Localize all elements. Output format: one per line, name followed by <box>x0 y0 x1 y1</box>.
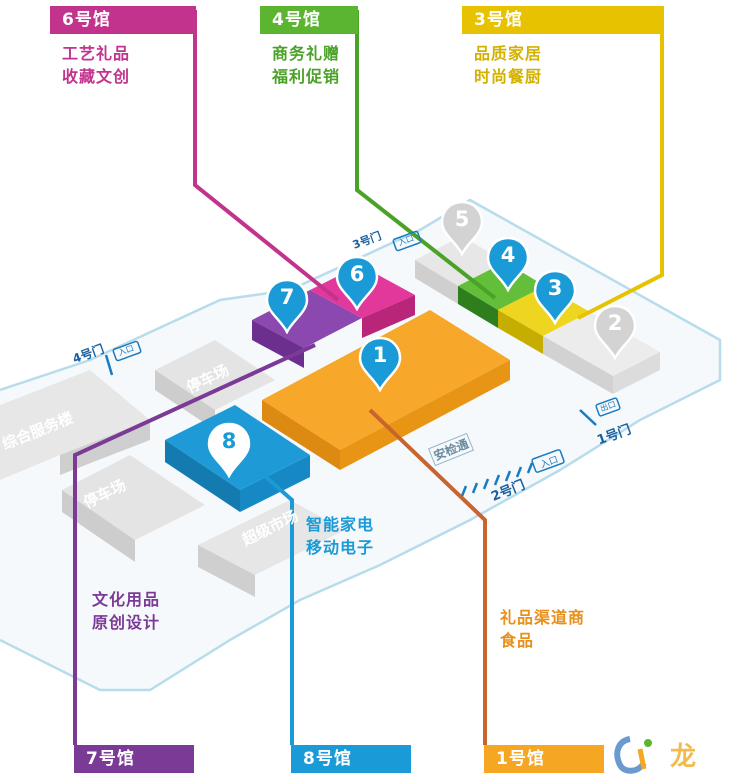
pin-hall-5-number: 5 <box>454 207 470 231</box>
tag-hall-1-text: 1号馆 <box>496 749 545 769</box>
gate1-arrow <box>579 409 597 426</box>
desc-hall-3-line: 品质家居 <box>474 44 543 63</box>
desc-hall-8-line: 移动电子 <box>306 538 375 557</box>
parking-lot-b <box>62 455 205 562</box>
leader-hall-7 <box>73 343 316 745</box>
gate2-sign-box <box>531 449 565 473</box>
hall-2-block <box>543 312 660 394</box>
gate2-arrow <box>493 474 501 486</box>
desc-hall-4-line: 商务礼赠 <box>272 44 341 63</box>
watermark-logo: 龙 <box>610 733 726 775</box>
tag-hall-6[interactable]: 6号馆 <box>50 6 196 34</box>
tag-hall-7-text: 7号馆 <box>86 749 135 769</box>
pin-hall-2-number: 2 <box>607 311 623 335</box>
gate2-arrow <box>515 466 523 478</box>
gate2-arrow <box>460 485 468 497</box>
map-pin-icon <box>265 278 309 335</box>
pin-hall-5[interactable]: 5 <box>440 200 484 257</box>
pin-hall-1-number: 1 <box>372 343 388 367</box>
map-pin-icon <box>440 200 484 257</box>
pin-hall-8[interactable]: 8 <box>207 422 251 479</box>
desc-hall-6: 工艺礼品 收藏文创 <box>62 42 130 88</box>
pin-hall-4-number: 4 <box>500 243 516 267</box>
tag-hall-7[interactable]: 7号馆 <box>74 745 194 773</box>
desc-hall-6-line: 工艺礼品 <box>62 44 131 63</box>
tag-hall-4-text: 4号馆 <box>272 10 321 30</box>
desc-hall-3-line: 时尚餐厨 <box>474 67 543 86</box>
gate2-arrow <box>471 482 479 494</box>
hall-4-block <box>458 262 545 328</box>
gate2-arrow <box>504 470 512 482</box>
leader-hall-6 <box>193 10 340 302</box>
desc-hall-4: 商务礼赠 福利促销 <box>272 42 340 88</box>
desc-hall-7-line: 原创设计 <box>92 613 161 632</box>
map-pin-icon <box>207 422 251 479</box>
desc-hall-1-line: 食品 <box>500 631 535 650</box>
tag-hall-4[interactable]: 4号馆 <box>260 6 358 34</box>
tag-hall-8[interactable]: 8号馆 <box>291 745 411 773</box>
desc-hall-8: 智能家电 移动电子 <box>306 513 374 559</box>
desc-hall-1: 礼品渠道商 食品 <box>500 606 585 652</box>
pin-hall-2[interactable]: 2 <box>593 304 637 361</box>
desc-hall-3: 品质家居 时尚餐厨 <box>474 42 542 88</box>
desc-hall-7: 文化用品 原创设计 <box>92 588 160 634</box>
tag-hall-1[interactable]: 1号馆 <box>484 745 604 773</box>
pin-hall-7[interactable]: 7 <box>265 278 309 335</box>
leader-lines <box>73 10 664 745</box>
tag-hall-6-text: 6号馆 <box>62 10 111 30</box>
leader-hall-3 <box>577 10 664 320</box>
map-pin-icon <box>593 304 637 361</box>
supermarket <box>198 500 345 597</box>
pin-hall-6-number: 6 <box>349 262 365 286</box>
pin-hall-1[interactable]: 1 <box>358 336 402 393</box>
desc-hall-8-line: 智能家电 <box>306 515 375 534</box>
map-pin-icon <box>486 236 530 293</box>
map-pin-icon <box>533 269 577 326</box>
pin-hall-8-number: 8 <box>221 429 237 453</box>
desc-hall-1-line: 礼品渠道商 <box>500 608 586 627</box>
gate2-arrow <box>482 478 490 490</box>
gate4-sign-box <box>112 340 142 362</box>
parking-lot-a <box>155 340 275 430</box>
hall-5-block <box>415 236 505 304</box>
tag-hall-8-text: 8号馆 <box>303 749 352 769</box>
leader-hall-1 <box>368 408 487 745</box>
tag-hall-3-text: 3号馆 <box>474 10 523 30</box>
desc-hall-7-line: 文化用品 <box>92 590 161 609</box>
leader-hall-4 <box>355 10 497 300</box>
pin-hall-6[interactable]: 6 <box>335 255 379 312</box>
desc-hall-4-line: 福利促销 <box>272 67 341 86</box>
desc-hall-6-line: 收藏文创 <box>62 67 131 86</box>
pin-hall-3-number: 3 <box>547 276 563 300</box>
pin-hall-7-number: 7 <box>279 285 295 309</box>
pin-hall-4[interactable]: 4 <box>486 236 530 293</box>
watermark-text: 龙 <box>670 742 697 772</box>
gate3-sign-box <box>392 230 422 252</box>
gate4-arrow <box>104 354 114 376</box>
gate-arrows <box>104 354 597 497</box>
gate2-arrow <box>526 462 534 474</box>
service-building <box>0 370 150 480</box>
map-pin-icon <box>335 255 379 312</box>
pin-hall-3[interactable]: 3 <box>533 269 577 326</box>
logo-icon <box>614 736 652 774</box>
tag-hall-3[interactable]: 3号馆 <box>462 6 664 34</box>
map-pin-icon <box>358 336 402 393</box>
gate1-sign-box <box>595 397 621 417</box>
leader-hall-8 <box>256 468 294 745</box>
hall-3-block <box>498 286 590 354</box>
